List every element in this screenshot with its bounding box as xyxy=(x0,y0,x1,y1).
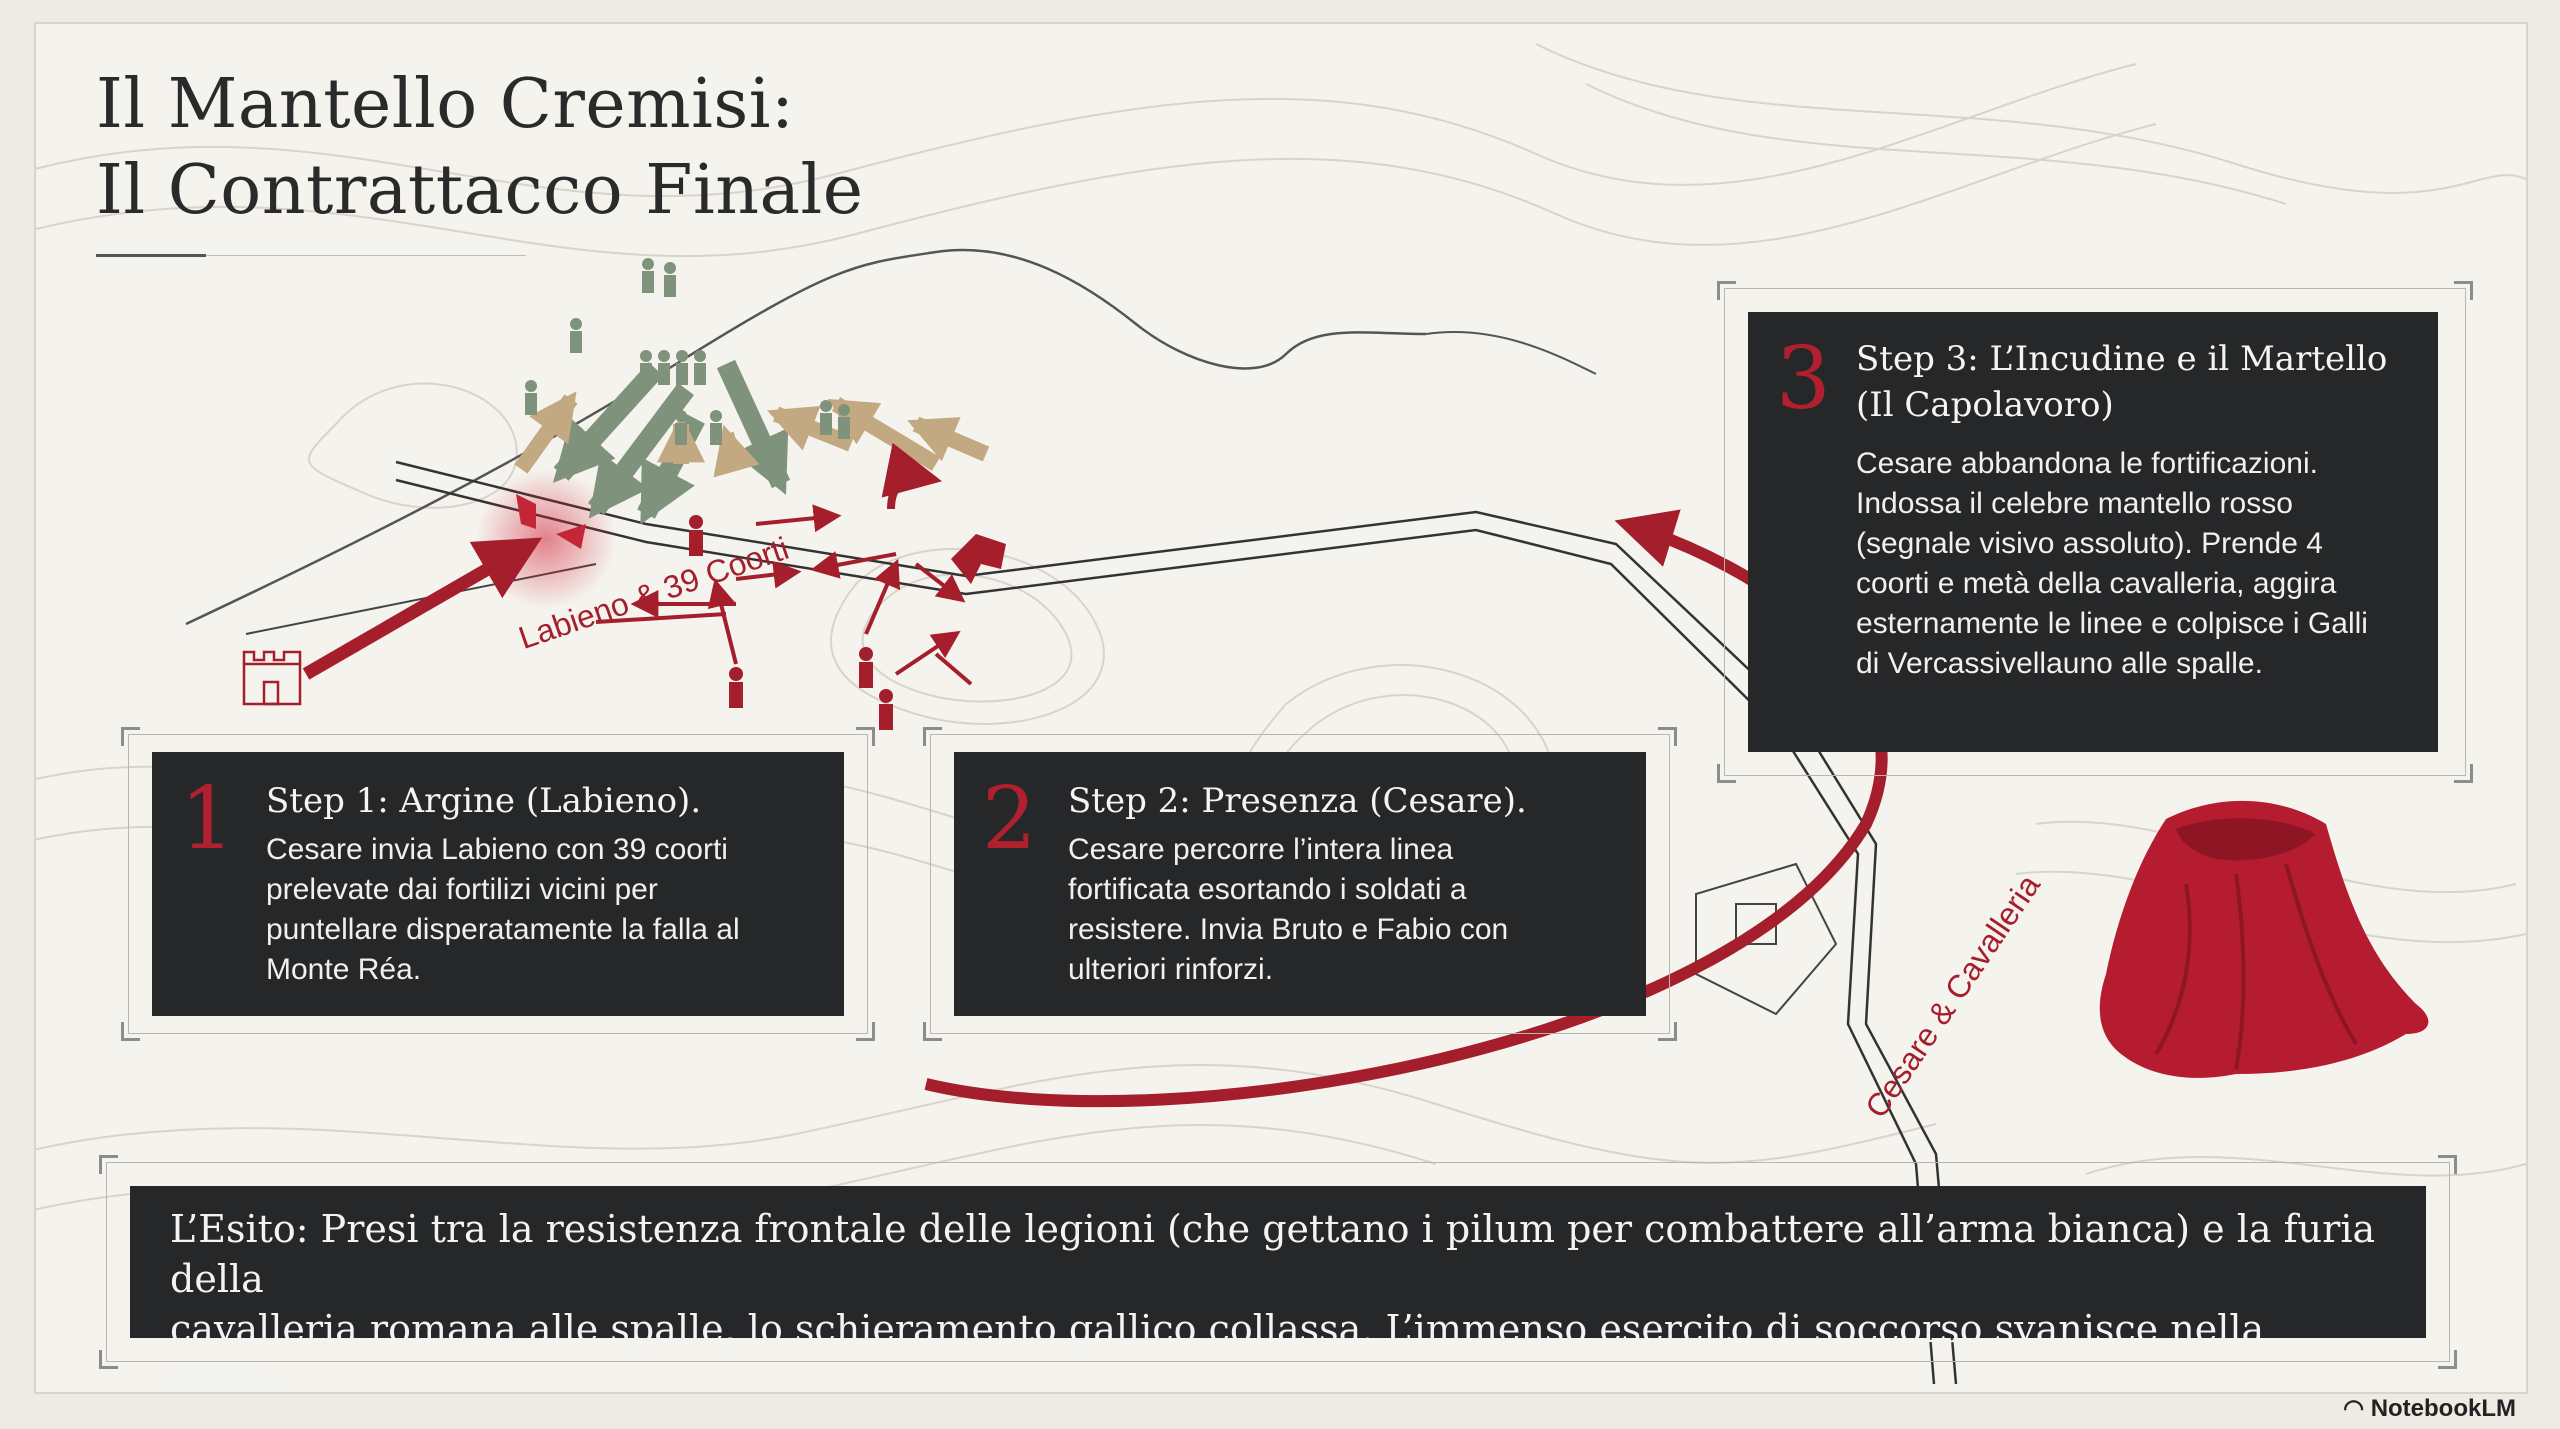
notebooklm-logo: ◠ NotebookLM xyxy=(2343,1394,2516,1423)
hill-ridge xyxy=(185,248,1427,626)
roman-figures xyxy=(689,515,1006,730)
brand-label: NotebookLM xyxy=(2370,1395,2516,1422)
step-3-title-line-2: (Il Capolavoro) xyxy=(1856,385,2114,425)
gaul-figures xyxy=(525,258,850,445)
step-2-frame xyxy=(923,727,1677,1041)
title-line-1: Il Mantello Cremisi: xyxy=(96,65,795,144)
brand-icon: ◠ xyxy=(2343,1395,2371,1422)
red-cape-icon xyxy=(2099,800,2429,1078)
step-2-title: Step 2: Presenza (Cesare). xyxy=(1068,781,1527,821)
step-1-frame xyxy=(121,727,875,1041)
step-3-frame xyxy=(1717,281,2473,783)
outcome-panel: L’Esito: Presi tra la resistenza frontal… xyxy=(130,1186,2426,1392)
outcome-line-2: cavalleria romana alle spalle, lo schier… xyxy=(170,1307,2265,1394)
step-3-number: 3 xyxy=(1776,329,1831,429)
title-line-2: Il Contrattacco Finale xyxy=(96,151,864,230)
camp xyxy=(1695,862,1838,1016)
step-1-number: 1 xyxy=(180,769,235,869)
step-3-title-line-1: Step 3: L’Incudine e il Martello xyxy=(1856,339,2388,379)
step-3-text: Cesare abbandona le fortificazioni. Indo… xyxy=(1856,447,2368,680)
step-1-title: Step 1: Argine (Labieno). xyxy=(266,781,702,821)
step-2-text: Cesare percorre l’intera linea fortifica… xyxy=(1068,833,1509,986)
outcome-frame xyxy=(99,1155,2457,1369)
fortress-icon xyxy=(242,650,302,706)
step-2-panel: 2 Step 2: Presenza (Cesare). Cesare perc… xyxy=(954,752,1646,1016)
step-1-text: Cesare invia Labieno con 39 coorti prele… xyxy=(266,833,740,986)
step-2-number: 2 xyxy=(982,769,1037,869)
step-1-panel: 1 Step 1: Argine (Labieno). Cesare invia… xyxy=(152,752,844,1016)
roman-movement-arrows xyxy=(595,504,973,686)
slide-frame: Il Mantello Cremisi: Il Contrattacco Fin… xyxy=(34,22,2528,1394)
labieno-arrow xyxy=(302,537,543,680)
outcome-line-1: L’Esito: Presi tra la resistenza frontal… xyxy=(170,1207,2376,1301)
title-rule-thin xyxy=(206,255,526,256)
breach-glow xyxy=(476,469,616,609)
fortification-line xyxy=(395,460,1958,1385)
page-title: Il Mantello Cremisi: Il Contrattacco Fin… xyxy=(96,62,864,234)
title-rule xyxy=(96,254,206,257)
step-3-panel: 3 Step 3: L’Incudine e il Martello (Il C… xyxy=(1748,312,2438,752)
